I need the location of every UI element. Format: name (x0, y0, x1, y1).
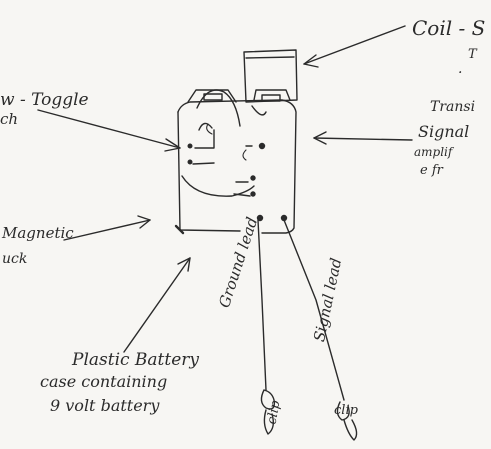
coil-label-tail: T (468, 47, 477, 62)
transistor-label-line2: Signal (418, 122, 470, 141)
toggle-switch-label-line1: w - Toggle (0, 90, 89, 110)
toggle-switch-label-line2: ch (0, 110, 19, 128)
transistor-label-line4: e fr (420, 163, 443, 178)
coil-label: Coil - S (412, 16, 486, 40)
battery-case-label-line3: 9 volt battery (50, 396, 160, 415)
coil-label-dot: . (458, 61, 463, 77)
internal-wiring (181, 89, 288, 222)
magnetic-chuck-label-line1: Magnetic (2, 224, 74, 242)
coil-box (243, 49, 298, 103)
ground-clip-label: clip (264, 399, 284, 426)
battery-case-label-line2: case containing (40, 372, 168, 391)
transistor-label-line1: Transi (430, 99, 476, 115)
magnetic-chuck-label-line2: uck (2, 251, 28, 267)
leads (257, 219, 358, 441)
battery-case-label-line1: Plastic Battery (72, 350, 200, 370)
signal-clip-label: clip (334, 403, 358, 418)
transistor-label-line3: amplif (414, 145, 453, 159)
pointer-arrows (37, 25, 413, 353)
